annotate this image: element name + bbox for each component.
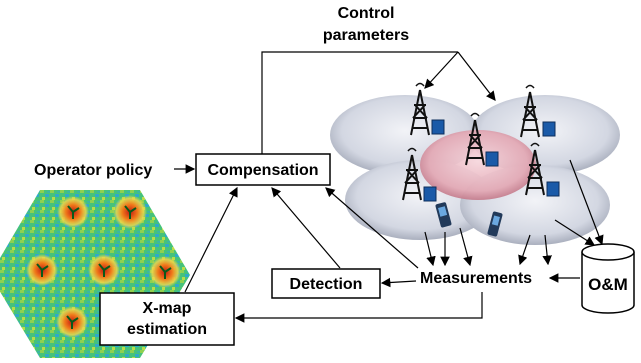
control-parameters-line1: Control <box>338 5 395 22</box>
cellular-network <box>330 95 620 245</box>
database-cylinder-icon <box>581 243 635 314</box>
control-parameters-line2: parameters <box>323 27 409 44</box>
operator-policy-label: Operator policy <box>34 162 152 179</box>
xmap-label-line2: estimation <box>127 321 207 338</box>
cell-tower-icon <box>402 82 545 201</box>
compensation-box <box>195 153 331 186</box>
mobile-phone-icon <box>435 202 503 237</box>
base-station-cabinet <box>423 119 560 202</box>
oam-label: O&M <box>588 275 628 294</box>
detection-label: Detection <box>290 276 363 293</box>
compensation-label: Compensation <box>207 162 318 179</box>
user-marker-icon <box>36 205 172 329</box>
xmap-label-line1: X-map <box>143 300 192 317</box>
flow-arrows <box>174 51 604 323</box>
measurements-label: Measurements <box>420 270 532 287</box>
xmap-estimation-box <box>99 292 235 346</box>
detection-box <box>271 268 381 299</box>
